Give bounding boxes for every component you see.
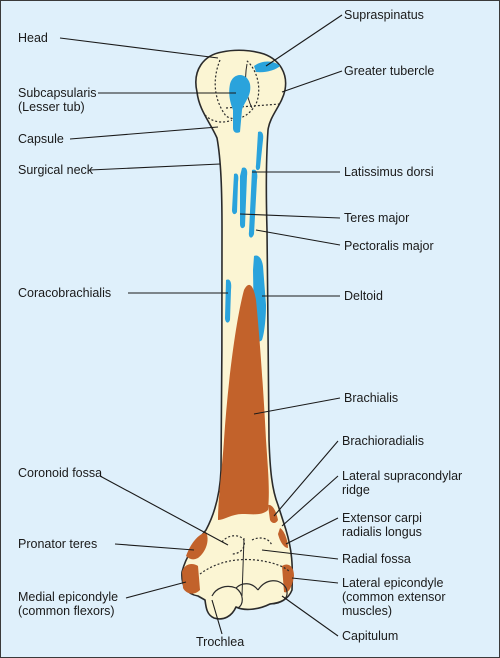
label-coronoid-fossa: Coronoid fossa xyxy=(18,466,103,480)
label-brachioradialis: Brachioradialis xyxy=(342,434,424,448)
coracobrachialis-area xyxy=(225,279,232,323)
capitulum-outline xyxy=(257,580,288,605)
label-capsule: Capsule xyxy=(18,132,64,146)
pectoralis-major-area xyxy=(248,169,258,238)
label-pectoralis-major: Pectoralis major xyxy=(344,239,434,253)
label-supraspinatus: Supraspinatus xyxy=(344,8,424,22)
lateral-epicondyle-area xyxy=(282,564,294,593)
label-latissimus-dorsi: Latissimus dorsi xyxy=(344,165,434,179)
brachioradialis-area xyxy=(268,504,278,523)
latissimus-dorsi-area xyxy=(240,167,248,229)
teres-major-area xyxy=(232,173,239,215)
leader-lines xyxy=(59,14,343,637)
supraspinatus-area xyxy=(254,61,280,73)
label-surgical-neck: Surgical neck xyxy=(18,163,94,177)
label-brachialis: Brachialis xyxy=(344,391,399,405)
ecrl-area xyxy=(278,528,288,548)
label-medial-epicondyle: Medial epicondyle(common flexors) xyxy=(18,590,119,618)
condyle-divider xyxy=(241,537,245,597)
label-coracobrachialis: Coracobrachialis xyxy=(18,286,112,300)
label-deltoid: Deltoid xyxy=(344,289,383,303)
label-greater-tubercle: Greater tubercle xyxy=(344,64,435,78)
label-capitulum: Capitulum xyxy=(342,629,399,643)
capsule-lower-line xyxy=(199,558,291,575)
trochlea-outline xyxy=(211,583,259,609)
label-pronator-teres: Pronator teres xyxy=(18,537,98,551)
label-trochlea: Trochlea xyxy=(196,635,245,649)
radial-fossa-outline xyxy=(251,537,273,547)
label-radial-fossa: Radial fossa xyxy=(342,552,411,566)
greater-tubercle-strip xyxy=(255,131,264,171)
medial-epicondyle-area xyxy=(182,564,200,594)
pronator-teres-area xyxy=(186,532,208,560)
subcapsularis-area xyxy=(229,75,251,133)
label-teres-major: Teres major xyxy=(344,211,410,225)
label-head: Head xyxy=(18,31,48,45)
label-subcapsularis: Subcapsularis(Lesser tub) xyxy=(18,86,97,114)
brachialis-area xyxy=(218,284,269,520)
